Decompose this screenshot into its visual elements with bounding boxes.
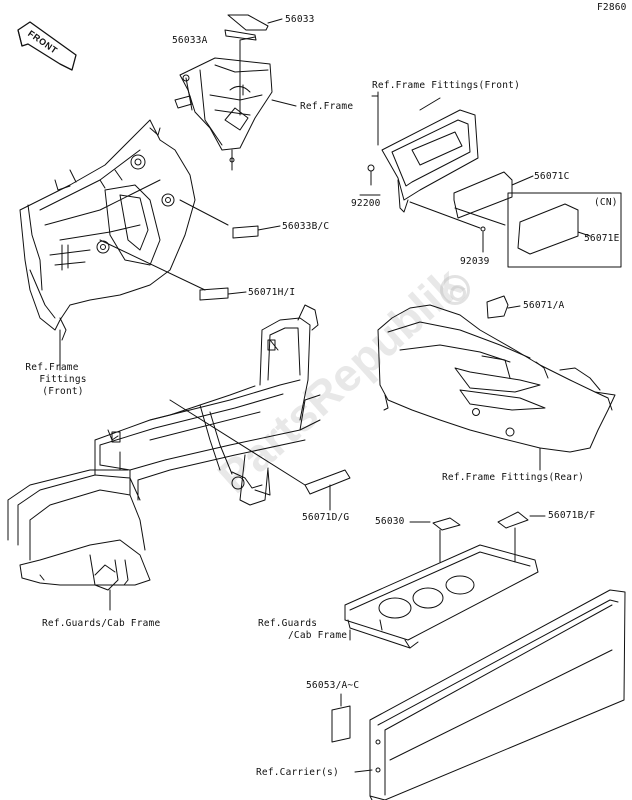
- seat-bracket-part: [174, 57, 273, 171]
- decal-56071DG: [304, 469, 351, 495]
- label-ref-frame-fittings-left-3: (Front): [42, 386, 84, 397]
- label-56053AC: 56053/A~C: [306, 680, 360, 691]
- decal-56033A: [224, 29, 257, 41]
- label-ref-frame: Ref.Frame: [300, 101, 354, 112]
- label-56071HI: 56071H/I: [248, 287, 296, 298]
- decal-56071HI: [199, 287, 229, 301]
- label-56033: 56033: [285, 14, 315, 25]
- cab-frame-guards: [7, 304, 321, 591]
- label-ref-carriers: Ref.Carrier(s): [256, 767, 339, 778]
- decal-56071E: [517, 203, 579, 255]
- label-92200: 92200: [351, 198, 381, 209]
- label-ref-frame-fittings-front: Ref.Frame Fittings(Front): [372, 80, 520, 91]
- label-ref-frame-fittings-rear: Ref.Frame Fittings(Rear): [442, 472, 585, 483]
- decal-56071A: [486, 295, 509, 319]
- label-56071C: 56071C: [534, 171, 570, 182]
- label-56033A: 56033A: [172, 35, 208, 46]
- front-fitting-frame: [367, 109, 479, 213]
- front-frame-fitting-panel: [19, 119, 196, 341]
- page-code: F2860: [597, 2, 627, 13]
- label-ref-frame-fittings-left-1: Ref.Frame: [25, 362, 79, 373]
- label-ref-guards-cab-frame: Ref.Guards/Cab Frame: [42, 618, 161, 629]
- decal-56033: [227, 14, 269, 31]
- label-92039: 92039: [460, 256, 490, 267]
- decal-56033BC: [232, 225, 259, 239]
- label-56071A: 56071/A: [523, 300, 565, 311]
- gear-watermark-icon: [440, 275, 470, 305]
- decal-56071C: [453, 171, 513, 219]
- floor-plate-part: [344, 544, 539, 649]
- label-56033BC: 56033B/C: [282, 221, 330, 232]
- cn-box: [507, 192, 622, 268]
- label-56071E: 56071E: [584, 233, 620, 244]
- carrier-rail-part: [369, 589, 626, 800]
- rear-frame-fitting-panel: [377, 304, 616, 453]
- front-arrow-icon: [17, 21, 77, 71]
- decal-56071BF: [497, 511, 529, 529]
- label-56071DG: 56071D/G: [302, 512, 350, 523]
- label-ref-guards: Ref.Guards: [258, 618, 318, 629]
- label-ref-frame-fittings-left-2: Fittings: [39, 374, 87, 385]
- label-cab-frame: /Cab Frame: [288, 630, 348, 641]
- decal-56030: [432, 517, 461, 531]
- label-56071BF: 56071B/F: [548, 510, 596, 521]
- label-56030: 56030: [375, 516, 405, 527]
- label-cn: (CN): [594, 197, 618, 208]
- decal-56053AC: [331, 705, 351, 743]
